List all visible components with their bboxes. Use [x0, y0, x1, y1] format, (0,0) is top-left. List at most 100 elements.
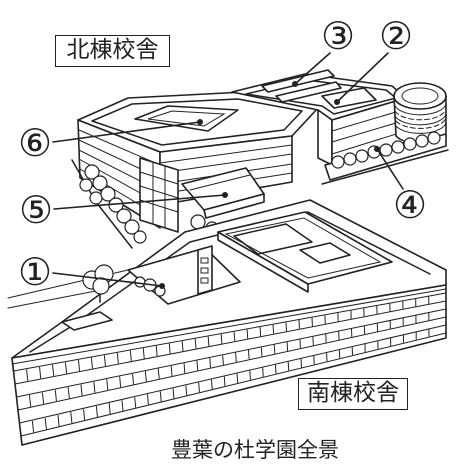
- south-penthouse-box: [299, 242, 351, 264]
- facade-window-mullion: [198, 382, 200, 393]
- leader-dot-5: [222, 192, 228, 198]
- facade-window-mullion: [209, 357, 211, 368]
- facade-window-mullion: [144, 371, 147, 382]
- north-building: [71, 69, 449, 249]
- facade-window-mullion: [286, 341, 289, 352]
- round-tower-top-ring: [401, 87, 439, 105]
- leader-line-6: [52, 121, 201, 143]
- courtyard-tower-window: [200, 257, 209, 264]
- window-band: [331, 119, 407, 143]
- facade-window-mullion: [183, 363, 186, 374]
- facade-window-mullion: [31, 420, 35, 433]
- south-roof-stair-hut: [61, 311, 113, 331]
- south-facade: [11, 284, 447, 446]
- north-roof-courtyard: [134, 105, 239, 132]
- window-band: [17, 316, 447, 411]
- facade-window-mullion: [159, 391, 162, 402]
- facade-window-mullion: [44, 417, 47, 430]
- facade-window-mullion: [259, 326, 262, 337]
- facade-window-mullion: [155, 345, 158, 357]
- facade-window-mullion: [273, 344, 276, 354]
- south-courtyard-tower: [197, 245, 213, 295]
- south-facade-window-bands: [13, 292, 447, 437]
- leader-line-5: [53, 194, 226, 210]
- facade-window-mullion: [29, 395, 32, 407]
- tree: [343, 152, 357, 166]
- facade-window-mullion: [121, 400, 124, 411]
- south-roof-parapet: [29, 211, 431, 353]
- tree: [124, 219, 140, 235]
- window-band: [159, 153, 293, 174]
- facade-window-mullion: [78, 359, 80, 372]
- tree: [403, 137, 417, 151]
- window-band: [13, 292, 447, 372]
- facade-window-mullion: [220, 333, 223, 344]
- facade-window-mullion: [67, 387, 70, 399]
- facade-window-mullion: [90, 357, 93, 369]
- north-east-block-corner: [317, 109, 333, 166]
- tree: [89, 191, 103, 205]
- north-west-wing-parapet: [91, 98, 303, 146]
- leader-line-1: [52, 272, 163, 287]
- window-band: [331, 108, 407, 132]
- facade-window-mullion: [116, 352, 119, 364]
- north-building-label: 北棟校舎: [55, 35, 170, 67]
- south-penthouse-court: [233, 223, 313, 255]
- facade-window-mullion: [108, 403, 111, 415]
- north-round-tower-top: [393, 82, 447, 110]
- facade-window-mullion: [134, 397, 137, 408]
- facade-window-mullion: [103, 355, 106, 367]
- facade-window-mullion: [172, 388, 175, 399]
- bridge-rail: [189, 174, 251, 191]
- facade-window-mullion: [106, 379, 109, 391]
- leader-line-4: [376, 148, 404, 190]
- facade-window-mullion: [196, 360, 199, 371]
- round-tower-floor: [394, 111, 447, 126]
- bridge-side: [203, 193, 265, 219]
- facade-window-mullion: [249, 370, 251, 380]
- courtyard-tower-window: [200, 267, 209, 274]
- leader-dot-3: [292, 81, 298, 87]
- tree: [415, 134, 429, 148]
- facade-window-mullion: [65, 362, 68, 374]
- facade-window-mullion: [260, 347, 263, 357]
- callout-5: ⑤: [19, 188, 53, 232]
- leader-line-3: [294, 52, 331, 85]
- courtyard-tower-window: [200, 277, 209, 284]
- tree: [79, 178, 93, 192]
- facade-window-mullion: [170, 365, 173, 377]
- facade-window-mullion: [185, 385, 188, 396]
- tree: [391, 140, 405, 154]
- facade-window-mullion: [70, 411, 73, 424]
- stair-tower-grid: [139, 185, 179, 199]
- facade-window-mullion: [300, 358, 302, 368]
- stair-tower-grid: [139, 171, 179, 185]
- window-band: [14, 300, 447, 385]
- callout-4: ④: [393, 183, 427, 227]
- facade-window-mullion: [39, 366, 42, 379]
- south-building: [11, 199, 447, 446]
- round-tower-floor: [394, 101, 447, 116]
- window-band: [159, 144, 293, 164]
- facade-window-mullion: [272, 324, 275, 334]
- tree: [379, 143, 393, 157]
- facade-window-mullion: [80, 384, 83, 396]
- facade-window-mullion: [26, 369, 29, 382]
- leader-dot-1: [159, 283, 165, 289]
- facade-window-mullion: [95, 406, 98, 418]
- facade-window-mullion: [132, 373, 134, 385]
- facade-window-mullion: [235, 352, 237, 363]
- facade-window-mullion: [54, 389, 57, 402]
- north-ground-line: [321, 149, 449, 185]
- facade-window-mullion: [287, 361, 290, 371]
- facade-window-mullion: [41, 392, 45, 405]
- callouts: ① ② ③ ④ ⑤ ⑥: [18, 14, 427, 294]
- south-penthouse-parapet: [224, 217, 382, 279]
- south-building-label: 南棟校舎: [298, 378, 408, 410]
- facade-window-mullion: [83, 409, 86, 421]
- facade-window-mullion: [147, 394, 149, 405]
- tree: [100, 186, 116, 202]
- facade-window-mullion: [246, 329, 249, 339]
